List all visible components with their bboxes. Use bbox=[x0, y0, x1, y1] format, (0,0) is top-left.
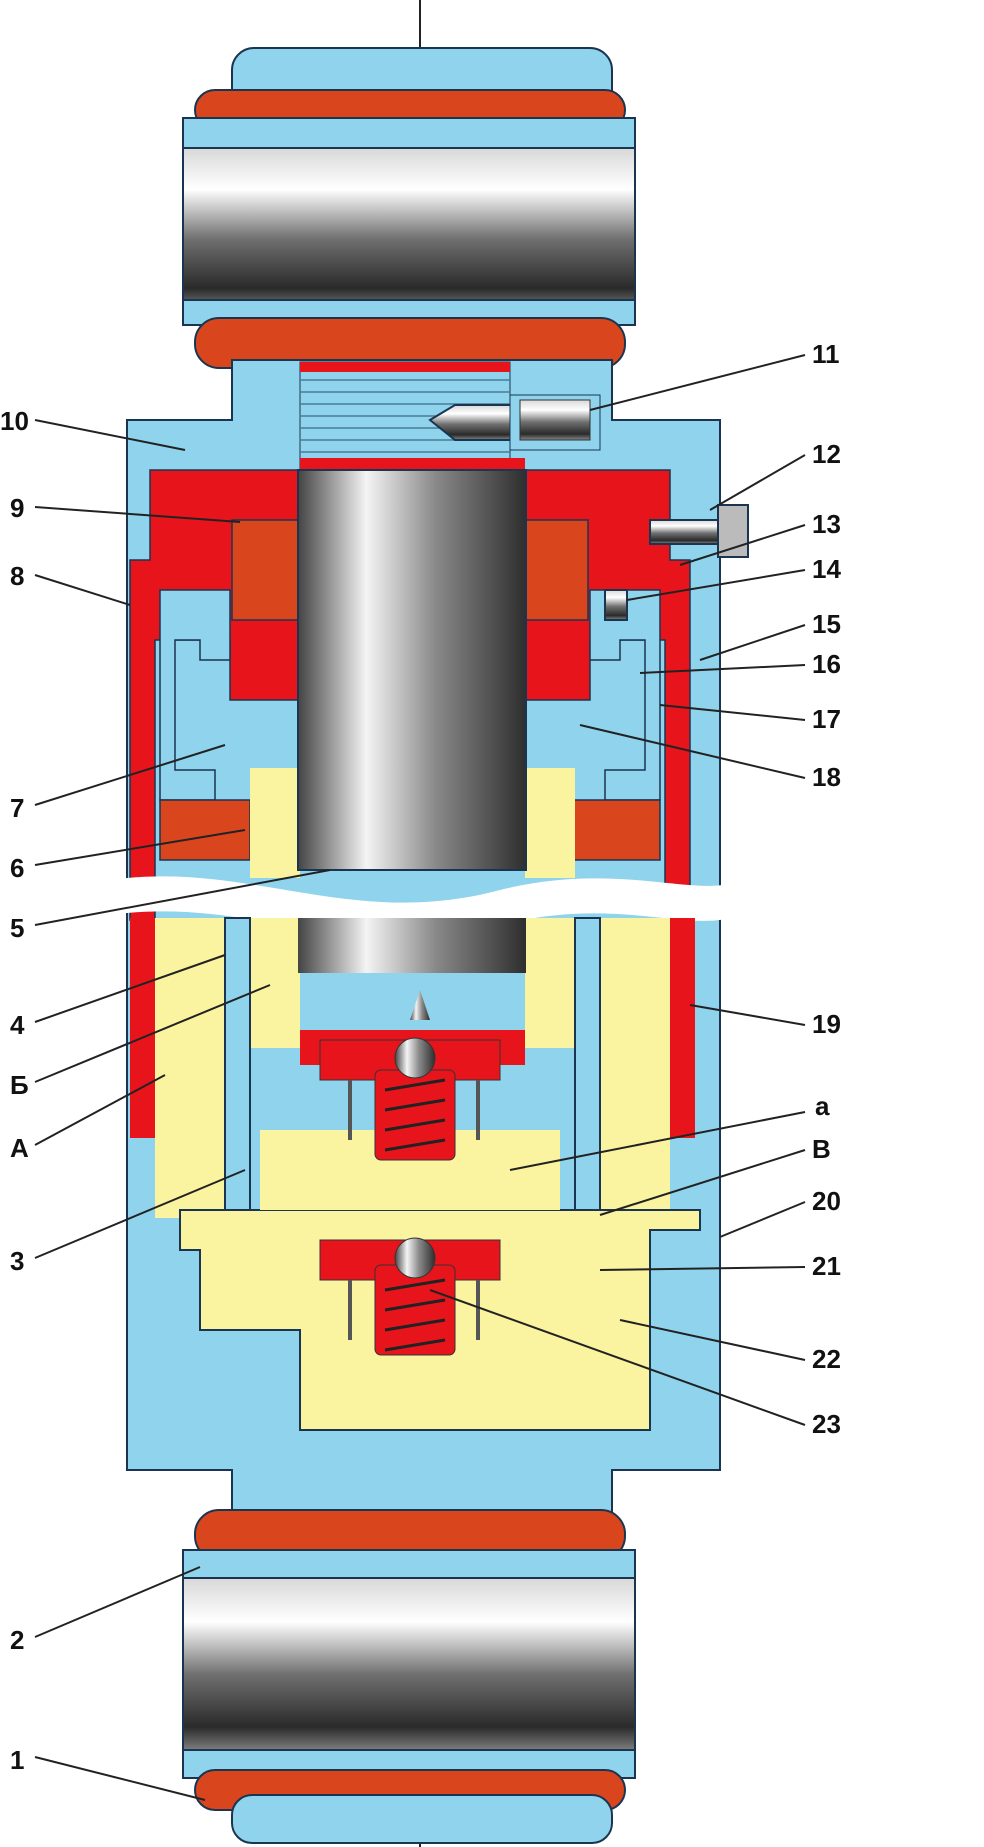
nut-bottom-seal bbox=[300, 458, 525, 472]
label-8: 8 bbox=[10, 561, 24, 591]
label-4: 4 bbox=[10, 1010, 25, 1040]
compression-valve-lower bbox=[319, 1237, 501, 1356]
label-V: В bbox=[812, 1134, 831, 1164]
screw-14 bbox=[604, 589, 628, 621]
seal-assembly-right bbox=[517, 469, 691, 921]
bottom-eye bbox=[182, 1509, 636, 1844]
label-13: 13 bbox=[812, 509, 841, 539]
label-5: 5 bbox=[10, 913, 24, 943]
label-7: 7 bbox=[10, 793, 24, 823]
fluid-upper-right bbox=[525, 768, 575, 878]
nut-top-seal bbox=[300, 362, 510, 372]
labels-left: 10 9 8 7 6 5 4 Б А 3 2 1 bbox=[0, 406, 29, 1775]
screw-11 bbox=[428, 394, 601, 451]
labels-right: 11 12 13 14 15 16 17 18 19 а В 20 21 22 … bbox=[812, 339, 841, 1439]
seal-assembly-left bbox=[129, 469, 303, 921]
piston-rod bbox=[297, 469, 527, 871]
label-15: 15 bbox=[812, 609, 841, 639]
label-22: 22 bbox=[812, 1344, 841, 1374]
label-A: А bbox=[10, 1133, 29, 1163]
label-18: 18 bbox=[812, 762, 841, 792]
label-1: 1 bbox=[10, 1745, 24, 1775]
top-eye bbox=[182, 47, 636, 369]
compression-valve-upper bbox=[319, 1037, 501, 1161]
label-a: а bbox=[815, 1091, 830, 1121]
label-10: 10 bbox=[0, 406, 29, 436]
label-16: 16 bbox=[812, 649, 841, 679]
leader-lines bbox=[34, 354, 806, 1801]
fluid-upper-left bbox=[250, 768, 300, 878]
label-17: 17 bbox=[812, 704, 841, 734]
label-11: 11 bbox=[812, 339, 840, 369]
label-9: 9 bbox=[10, 493, 24, 523]
label-20: 20 bbox=[812, 1186, 841, 1216]
lower-section bbox=[130, 917, 701, 1431]
label-2: 2 bbox=[10, 1625, 24, 1655]
label-21: 21 bbox=[812, 1251, 841, 1281]
label-3: 3 bbox=[10, 1246, 24, 1276]
label-12: 12 bbox=[812, 439, 841, 469]
label-B-cyr: Б bbox=[10, 1070, 29, 1100]
label-6: 6 bbox=[10, 853, 24, 883]
section-break bbox=[110, 876, 740, 938]
label-14: 14 bbox=[812, 554, 841, 584]
label-23: 23 bbox=[812, 1409, 841, 1439]
label-19: 19 bbox=[812, 1009, 841, 1039]
